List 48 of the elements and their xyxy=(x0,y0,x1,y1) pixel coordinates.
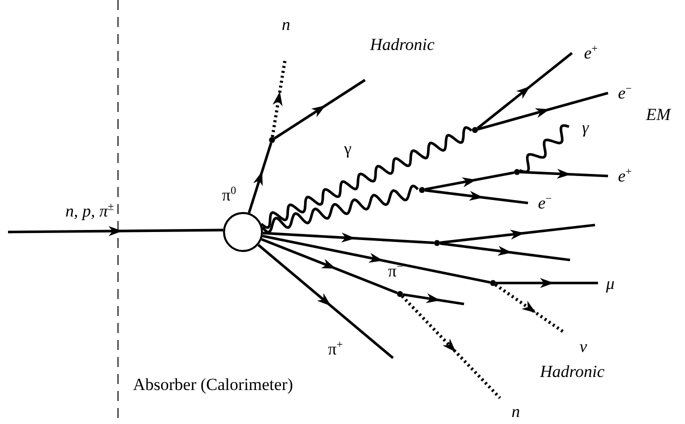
particle-track xyxy=(424,171,514,191)
vertex-dot xyxy=(490,280,496,286)
particle-label: n, p, π$^{±}$ xyxy=(65,202,114,220)
particle-label: γ xyxy=(582,118,589,136)
photon-line xyxy=(262,184,419,234)
shower-type-label: EM xyxy=(646,106,671,123)
neutral-track xyxy=(494,283,566,334)
particle-label: ν xyxy=(579,338,587,355)
particle-track xyxy=(248,142,272,214)
shower-type-label: Hadronic xyxy=(370,36,435,53)
particle-track xyxy=(496,278,598,288)
particle-track xyxy=(424,189,528,204)
particle-track xyxy=(257,244,394,359)
particle-track xyxy=(440,242,570,262)
particle-label: e$^{+}$ xyxy=(618,167,632,185)
particle-track xyxy=(262,234,490,284)
interaction-vertex xyxy=(223,212,263,252)
particle-track xyxy=(520,168,608,179)
shower-type-label: Hadronic xyxy=(540,363,605,380)
particle-track xyxy=(274,78,366,140)
vertex-dot xyxy=(419,187,425,193)
particle-track xyxy=(261,238,398,294)
edge-label: π$^{0}$ xyxy=(222,186,236,204)
vertex-dot xyxy=(397,291,403,297)
vertex-dot xyxy=(434,240,440,246)
edge-label: π$^{−}$ xyxy=(388,262,403,280)
neutral-track xyxy=(400,295,502,400)
particle-label: n xyxy=(282,16,290,33)
vertex-dot xyxy=(269,137,275,143)
vertex-dot xyxy=(514,169,520,175)
edge-label: γ xyxy=(344,140,352,157)
photon-line xyxy=(260,126,472,229)
edge-label: π$^{+}$ xyxy=(328,340,343,358)
particle-track xyxy=(8,226,224,236)
particle-track xyxy=(262,232,434,244)
neutral-track xyxy=(270,60,287,138)
photon-line xyxy=(519,124,570,174)
particle-label: e$^{+}$ xyxy=(584,44,598,62)
particle-track xyxy=(402,293,464,306)
particle-track xyxy=(476,52,573,130)
particle-track xyxy=(478,92,608,131)
particle-label: e$^{−}$ xyxy=(618,84,632,102)
particle-track xyxy=(440,224,596,244)
particle-label: n xyxy=(512,403,520,420)
particle-label: μ xyxy=(606,274,615,292)
vertex-dot xyxy=(472,127,478,133)
particle-label: e$^{−}$ xyxy=(538,194,552,212)
region-label: Absorber (Calorimeter) xyxy=(133,376,294,393)
